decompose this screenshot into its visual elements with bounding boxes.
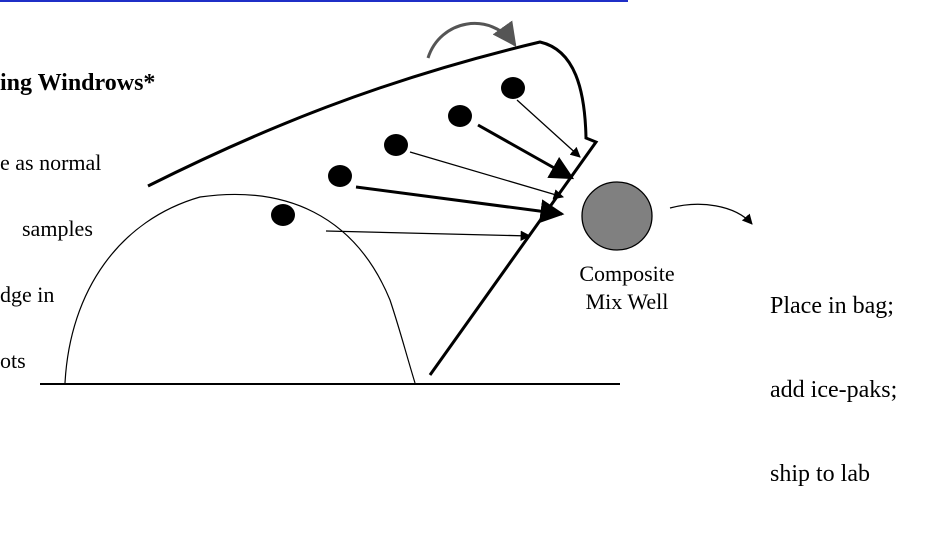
destination-line: Place in bag; — [770, 293, 894, 319]
ship-arrow — [669, 203, 753, 225]
diagram-canvas — [0, 0, 753, 385]
description-line: e as normal — [0, 150, 102, 175]
sampling-description: e as normal samples dge in ots — [0, 108, 101, 416]
sample-dot-2 — [448, 105, 472, 127]
description-line: dge in — [0, 282, 55, 307]
section-heading: ing Windrows* — [0, 70, 156, 96]
windrow-top-edge — [147, 40, 599, 376]
destination-instructions: Place in bag; add ice-paks; ship to lab — [770, 236, 897, 544]
sample-arrow-2 — [477, 123, 575, 180]
sample-arrow-1 — [516, 99, 581, 158]
destination-line: add ice-paks; — [770, 377, 898, 403]
composite-label-line: Mix Well — [585, 289, 669, 314]
description-line: samples — [22, 216, 93, 241]
turning-arrow — [426, 20, 517, 59]
sample-arrow-4 — [355, 185, 565, 224]
diagram: ing Windrows* e as normal samples dge in… — [0, 0, 897, 487]
sample-dot-3 — [384, 134, 408, 156]
sample-arrow-5 — [325, 230, 532, 241]
description-line: ots — [0, 348, 26, 373]
sample-arrow-3 — [409, 151, 564, 200]
sample-dot-1 — [501, 77, 525, 99]
destination-line: ship to lab — [770, 461, 870, 487]
windrow-cross-section — [64, 193, 416, 384]
composite-label-line: Composite — [579, 261, 675, 286]
composite-mix-well — [581, 181, 653, 251]
composite-label: Composite Mix Well — [552, 260, 702, 316]
sample-dot-5 — [271, 204, 295, 226]
sample-dot-4 — [328, 165, 352, 187]
